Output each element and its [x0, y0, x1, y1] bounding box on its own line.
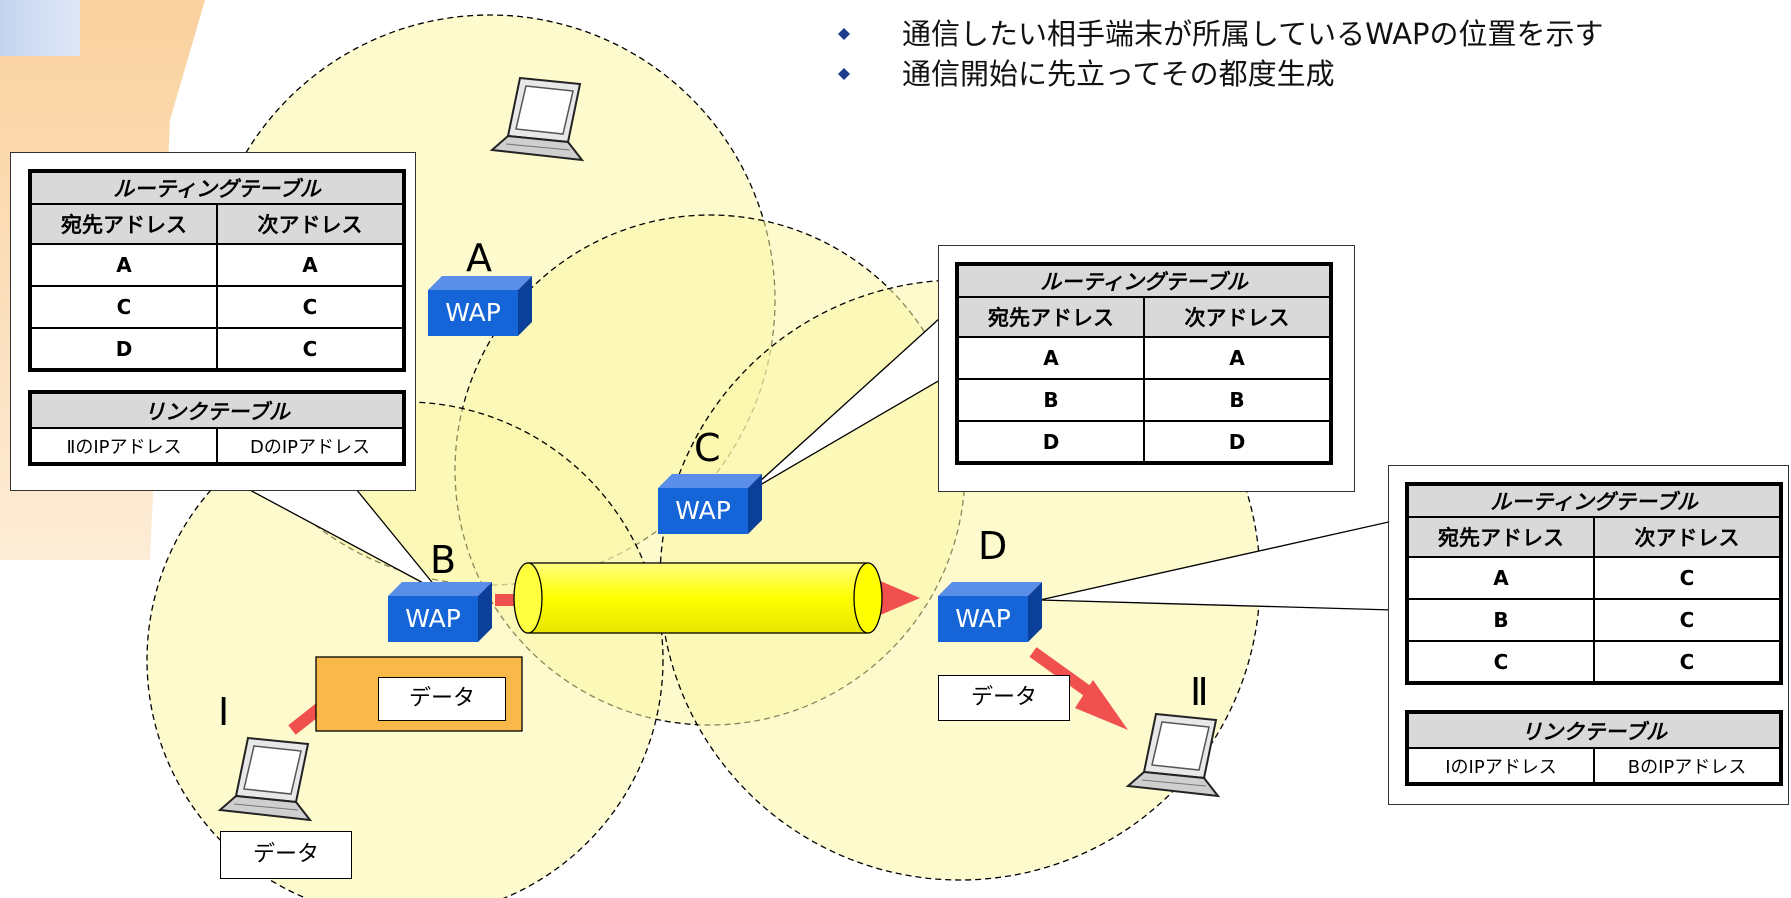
wap-d[interactable]: WAP [938, 582, 1046, 644]
routing-table-d-cell: C [1593, 598, 1782, 642]
routing-table-d-col-next: 次アドレス [1593, 516, 1782, 558]
terminal-label-1: Ⅰ [218, 690, 230, 734]
data-box-terminal-2: データ [938, 675, 1070, 721]
routing-table-b-col-next: 次アドレス [216, 203, 405, 245]
wap-c[interactable]: WAP [658, 474, 766, 536]
link-table-d-cell: BのIPアドレス [1593, 747, 1782, 785]
bullet-text: 通信開始に先立ってその都度生成 [902, 57, 1335, 91]
diamond-bullet-icon [838, 68, 850, 80]
routing-table-b-cell: C [29, 285, 218, 329]
link-table-b-title: リンクテーブル [29, 391, 405, 429]
data-box-packet: データ [378, 677, 506, 721]
routing-table-c-cell: D [956, 420, 1145, 464]
wap-d-shape [938, 582, 1042, 642]
routing-table-b-cell: A [29, 243, 218, 287]
link-table-d-title: リンクテーブル [1406, 711, 1782, 749]
routing-table-b-cell: C [216, 327, 405, 371]
laptop-icon [489, 76, 585, 162]
wap-a[interactable]: WAP [428, 276, 536, 338]
routing-table-c-cell: B [1143, 378, 1332, 422]
routing-table-d-cell: C [1593, 556, 1782, 600]
link-table-b-cell: DのIPアドレス [216, 427, 405, 465]
link-table-b: リンクテーブル ⅡのIPアドレス DのIPアドレス [28, 390, 406, 466]
routing-table-d-cell: C [1593, 640, 1782, 684]
routing-table-d-col-dest: 宛先アドレス [1406, 516, 1595, 558]
data-box-terminal-1: データ [220, 831, 352, 879]
routing-table-b-cell: D [29, 327, 218, 371]
bullet-item: 通信開始に先立ってその都度生成 [838, 54, 1604, 94]
routing-table-c-col-next: 次アドレス [1143, 296, 1332, 338]
wap-c-shape [658, 474, 762, 534]
routing-table-c-col-dest: 宛先アドレス [956, 296, 1145, 338]
wap-a-label: WAP [445, 298, 501, 327]
link-table-d: リンクテーブル ⅠのIPアドレス BのIPアドレス [1405, 710, 1783, 786]
terminal-label-2: Ⅱ [1190, 670, 1209, 714]
bullet-list: 通信したい相手端末が所属しているWAPの位置を示す 通信開始に先立ってその都度生… [838, 14, 1604, 94]
diamond-bullet-icon [838, 28, 850, 40]
routing-table-d-cell: A [1406, 556, 1595, 600]
routing-table-d-title: ルーティングテーブル [1406, 483, 1782, 518]
routing-table-c-cell: A [1143, 336, 1332, 380]
wap-b-label: WAP [405, 604, 461, 633]
arrow-head-to-d [878, 580, 920, 616]
bullet-text: 通信したい相手端末が所属しているWAPの位置を示す [902, 17, 1604, 51]
node-label-d: D [978, 524, 1008, 568]
routing-table-b-cell: C [216, 285, 405, 329]
routing-table-c-cell: A [956, 336, 1145, 380]
wap-d-label: WAP [955, 604, 1011, 633]
wap-b-shape [388, 582, 492, 642]
arrow-head-to-terminal2 [1075, 680, 1128, 730]
routing-table-b-cell: A [216, 243, 405, 287]
routing-table-d-cell: C [1406, 640, 1595, 684]
terminal-1-laptop-icon [217, 736, 313, 822]
terminal-2-laptop-icon [1125, 712, 1221, 798]
node-label-c: C [694, 426, 721, 470]
routing-table-c-cell: D [1143, 420, 1332, 464]
routing-table-d-cell: B [1406, 598, 1595, 642]
tunnel [513, 562, 883, 634]
link-table-d-cell: ⅠのIPアドレス [1406, 747, 1595, 785]
corner-accent-blue [0, 0, 80, 56]
wap-a-shape [428, 276, 532, 336]
link-table-b-cell: ⅡのIPアドレス [29, 427, 218, 465]
routing-table-b-title: ルーティングテーブル [29, 170, 405, 205]
routing-table-b-col-dest: 宛先アドレス [29, 203, 218, 245]
routing-table-c-cell: B [956, 378, 1145, 422]
wap-b[interactable]: WAP [388, 582, 496, 644]
node-label-a: A [466, 236, 492, 280]
bullet-item: 通信したい相手端末が所属しているWAPの位置を示す [838, 14, 1604, 54]
wap-c-label: WAP [675, 496, 731, 525]
node-label-b: B [430, 538, 457, 582]
routing-table-c-title: ルーティングテーブル [956, 263, 1332, 298]
